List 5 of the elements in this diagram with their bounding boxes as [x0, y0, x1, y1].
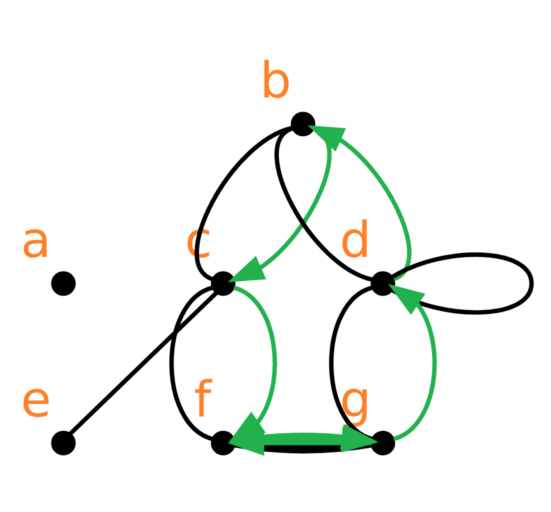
node-label: a: [20, 211, 52, 270]
node-label: b: [260, 52, 292, 110]
node-label: e: [20, 370, 52, 429]
node-label: d: [340, 211, 372, 270]
node-label: f: [194, 370, 212, 429]
